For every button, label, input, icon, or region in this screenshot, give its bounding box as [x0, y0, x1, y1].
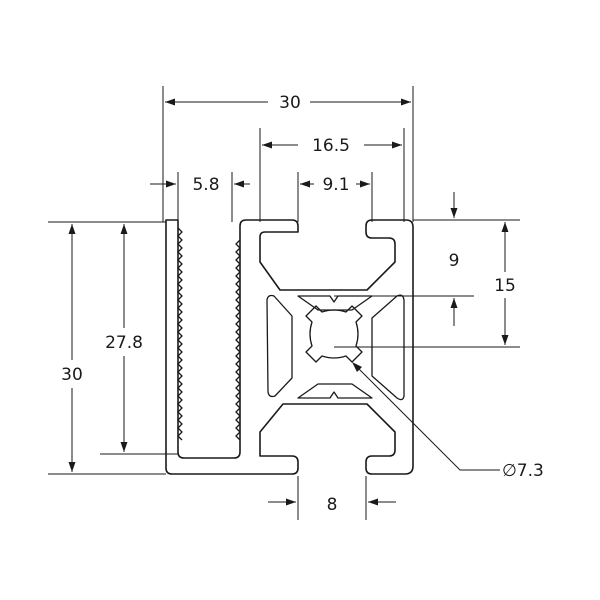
- dim-bottom-opening: 8: [327, 495, 338, 515]
- dim-slot-opening: 9.1: [322, 175, 349, 195]
- dim-overall-height: 30: [61, 365, 83, 385]
- dim-slot-depth: 27.8: [105, 333, 143, 353]
- dim-slot-offset: 16.5: [312, 136, 350, 156]
- center-bore: [305, 305, 363, 363]
- dimension-labels: 30 16.5 5.8 9.1 30 27.8 15 9 ∅7.3 8: [61, 93, 544, 515]
- slot-serration-left: [177, 227, 183, 441]
- dim-slot-width: 5.8: [192, 175, 219, 195]
- dim-half-height: 15: [494, 276, 516, 296]
- cavity-top: [297, 295, 373, 311]
- dim-slot-center: 9: [449, 251, 460, 271]
- dimension-lines: [68, 98, 509, 506]
- cavity-left: [266, 294, 293, 398]
- slot-serration-right: [235, 239, 241, 441]
- dim-overall-width: 30: [279, 93, 301, 113]
- extension-lines: [48, 86, 520, 520]
- dim-bore-diameter: ∅7.3: [502, 461, 544, 481]
- cavity-bottom: [297, 383, 373, 399]
